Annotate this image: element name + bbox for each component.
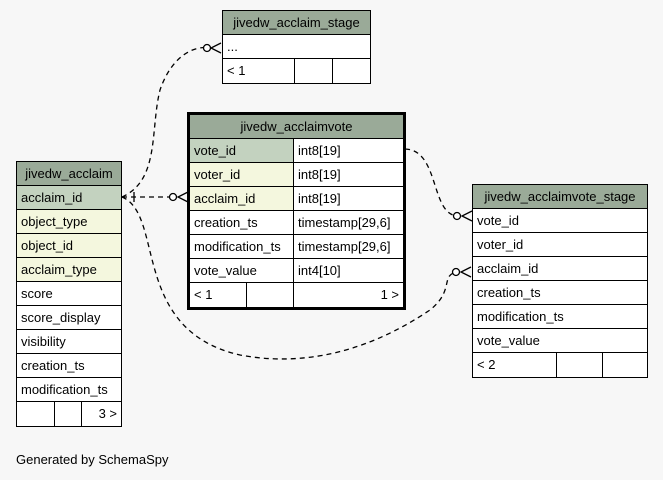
table-title[interactable]: jivedw_acclaimvote xyxy=(190,115,403,139)
table-footer: < 2 xyxy=(473,353,647,377)
crowfoot-circle-vs-vote xyxy=(452,211,462,221)
column-name: visibility xyxy=(21,334,66,349)
column-type: int4[10] xyxy=(298,263,341,278)
table-jivedw-acclaim[interactable]: jivedw_acclaim acclaim_id object_type ob… xyxy=(16,161,122,427)
column-name: score xyxy=(21,286,53,301)
column-type: timestamp[29,6] xyxy=(298,239,391,254)
column-name: modification_ts xyxy=(21,382,108,397)
footer-cell xyxy=(557,353,603,377)
link-acclaim-vote-stage xyxy=(121,196,458,360)
footer-cell xyxy=(55,402,82,426)
footer-cell: < 2 xyxy=(473,353,557,377)
table-footer: 3 > xyxy=(17,402,121,426)
column-name: acclaim_id xyxy=(477,261,539,276)
column-name: vote_id xyxy=(477,213,519,228)
column-name: modification_ts xyxy=(190,235,294,258)
crowfoot-circle-vs-acclaim xyxy=(451,267,461,277)
column-name: creation_ts xyxy=(21,358,85,373)
column-type: timestamp[29,6] xyxy=(298,215,391,230)
table-jivedw-acclaimvote-stage[interactable]: jivedw_acclaimvote_stage vote_id voter_i… xyxy=(472,184,648,378)
footer-cell xyxy=(17,402,55,426)
table-title[interactable]: jivedw_acclaim_stage xyxy=(223,11,370,35)
footer-cell: 3 > xyxy=(98,406,117,421)
column-name: modification_ts xyxy=(477,309,564,324)
column-name-fk: object_type xyxy=(17,210,121,233)
column-name-fk: object_id xyxy=(17,234,121,257)
crowfoot-vs-vote xyxy=(460,210,473,222)
column-name-fk: acclaim_type xyxy=(17,258,121,281)
footer-cell xyxy=(603,353,647,377)
link-acclaim-stage xyxy=(121,46,211,198)
table-footer: < 1 1 > xyxy=(190,283,403,307)
column-name: ... xyxy=(227,39,238,54)
footer-cell: 1 > xyxy=(380,287,399,302)
footer-cell xyxy=(333,59,370,83)
footer-cell xyxy=(247,283,294,307)
column-name-pk: vote_id xyxy=(190,139,294,162)
generated-by-text: Generated by SchemaSpy xyxy=(16,452,169,467)
column-name: vote_value xyxy=(477,333,540,348)
column-type: int8[19] xyxy=(298,167,341,182)
table-title[interactable]: jivedw_acclaim xyxy=(17,162,121,186)
column-name-pk: acclaim_id xyxy=(17,186,121,209)
table-footer: < 1 xyxy=(223,59,370,83)
column-name: creation_ts xyxy=(190,211,294,234)
column-type: int8[19] xyxy=(298,143,341,158)
footer-cell: < 1 xyxy=(190,283,247,307)
table-jivedw-acclaimvote[interactable]: jivedw_acclaimvote vote_id int8[19] voter… xyxy=(187,112,406,310)
column-name-fk: voter_id xyxy=(190,163,294,186)
crowfoot-circle-stage xyxy=(202,43,212,53)
column-name: score_display xyxy=(21,310,101,325)
crowfoot-circle-vote xyxy=(168,192,178,202)
table-jivedw-acclaim-stage[interactable]: jivedw_acclaim_stage ... < 1 xyxy=(222,10,371,84)
footer-cell: < 1 xyxy=(223,59,295,83)
link-vote-vote-stage xyxy=(404,148,459,217)
table-title[interactable]: jivedw_acclaimvote_stage xyxy=(473,185,647,209)
crowfoot-stage xyxy=(209,42,222,54)
column-name: vote_value xyxy=(190,259,294,282)
column-name-fk: acclaim_id xyxy=(190,187,294,210)
crowfoot-vs-acclaim xyxy=(459,266,472,278)
column-name: voter_id xyxy=(477,237,524,252)
crowfoot-vote xyxy=(176,191,189,203)
footer-cell xyxy=(295,59,333,83)
column-name: creation_ts xyxy=(477,285,541,300)
column-type: int8[19] xyxy=(298,191,341,206)
